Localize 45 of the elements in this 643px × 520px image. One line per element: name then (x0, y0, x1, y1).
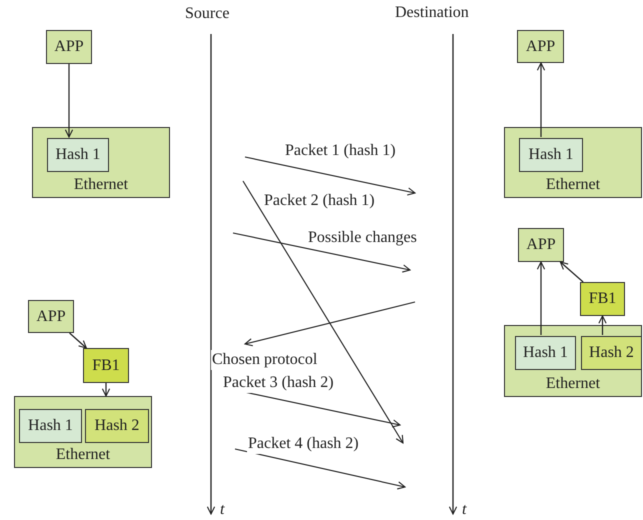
node-label: Hash 1 (28, 416, 73, 436)
module-box (518, 228, 564, 262)
arrow (560, 261, 584, 282)
module-box (19, 409, 82, 443)
layer-box (504, 325, 642, 397)
layer-box (32, 127, 170, 198)
arrow (69, 332, 87, 349)
node-label: Hash 1 (528, 145, 574, 165)
node-label: Hash 2 (94, 416, 140, 436)
layer-box (14, 396, 152, 468)
module-box (83, 348, 129, 383)
node-label: Hash 1 (56, 145, 100, 165)
module-box (517, 30, 564, 63)
node-label: APP (526, 235, 556, 255)
node-label: APP (526, 36, 556, 56)
node-label: FB1 (588, 289, 616, 309)
node-label: APP (36, 306, 66, 326)
node-label: Ethernet (56, 445, 110, 465)
module-box (515, 336, 576, 370)
arrow (536, 62, 546, 137)
message-label: Possible changes (307, 228, 418, 248)
node-label: APP (54, 37, 84, 57)
node-label: Hash 2 (589, 343, 634, 363)
module-box (581, 336, 642, 370)
node-label: Ethernet (546, 175, 600, 195)
message-label: Chosen protocol (211, 350, 318, 370)
module-box (519, 138, 583, 172)
arrow (598, 315, 607, 335)
layer-box (504, 127, 642, 198)
arrow (102, 383, 110, 397)
arrow (536, 261, 546, 335)
module-box (28, 300, 74, 333)
node-label: Ethernet (74, 175, 128, 195)
message-label: Packet 4 (hash 2) (247, 434, 360, 454)
message-label: Packet 2 (hash 1) (263, 191, 376, 211)
message-label: Packet 3 (hash 2) (222, 373, 335, 393)
node-label: Ethernet (546, 374, 600, 394)
arrow (64, 64, 74, 138)
module-box (580, 282, 625, 316)
message-label: Packet 1 (hash 1) (284, 141, 397, 161)
node-label: FB1 (92, 356, 120, 376)
module-box (85, 409, 149, 443)
module-box (46, 30, 92, 64)
node-label: Hash 1 (523, 343, 568, 363)
module-box (47, 138, 109, 172)
